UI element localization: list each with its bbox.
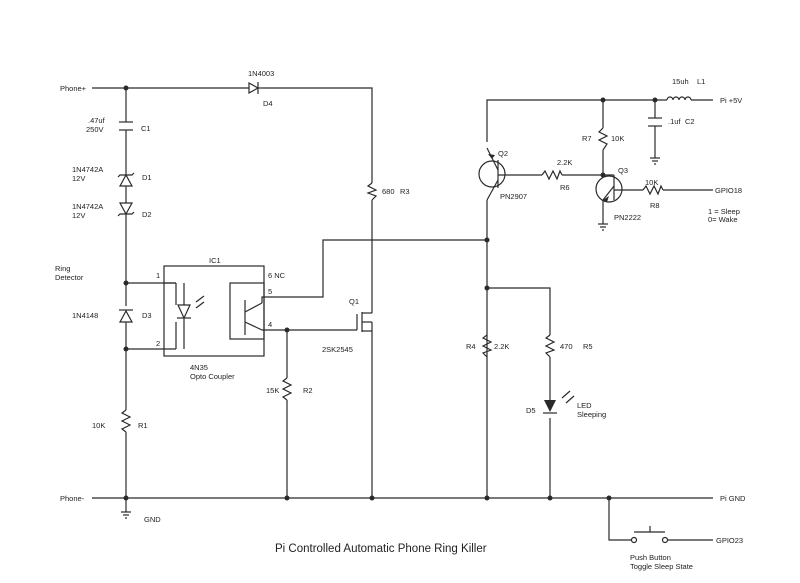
ring-detector-label-2: Detector <box>55 273 84 282</box>
d3-ref: D3 <box>142 311 152 320</box>
d3-value: 1N4148 <box>72 311 98 320</box>
labels: Phone+ Phone- GND Ring Detector Pi +5V P… <box>55 69 746 571</box>
d2-ref: D2 <box>142 210 152 219</box>
wires <box>92 87 713 541</box>
ic1-pin-5: 5 <box>268 287 272 296</box>
d5-value-1: LED <box>577 401 592 410</box>
l1-value: 15uh <box>672 77 689 86</box>
ic1-pin-1: 1 <box>156 271 160 280</box>
q2-ref: Q2 <box>498 149 508 158</box>
net-label-pi-5v: Pi +5V <box>720 96 742 105</box>
d4-ref: D4 <box>263 99 273 108</box>
c1-value-2: 250V <box>86 125 104 134</box>
r7-value: 10K <box>611 134 624 143</box>
diode-d3 <box>118 309 134 323</box>
r2-ref: R2 <box>303 386 313 395</box>
diode-d4 <box>248 81 265 95</box>
resistor-r3 <box>366 182 378 201</box>
d1-ref: D1 <box>142 173 152 182</box>
q3-ref: Q3 <box>618 166 628 175</box>
r7-ref: R7 <box>582 134 592 143</box>
net-label-phone-pos: Phone+ <box>60 84 87 93</box>
c2-value: .1uf <box>668 117 681 126</box>
r3-ref: R3 <box>400 187 410 196</box>
r5-value: 470 <box>560 342 573 351</box>
l1-ref: L1 <box>697 77 705 86</box>
ic1-ref: IC1 <box>209 256 221 265</box>
net-label-gpio18: GPIO18 <box>715 186 742 195</box>
r3-value: 680 <box>382 187 395 196</box>
c1-ref: C1 <box>141 124 151 133</box>
d1-value-2: 12V <box>72 174 85 183</box>
capacitor-c1 <box>119 121 133 131</box>
c1-value-1: .47uf <box>88 116 106 125</box>
net-label-gnd: GND <box>144 515 161 524</box>
d4-value: 1N4003 <box>248 69 274 78</box>
r4-value: 2.2K <box>494 342 509 351</box>
d5-value-2: Sleeping <box>577 410 606 419</box>
d2-value-2: 12V <box>72 211 85 220</box>
push-button-label-2: Toggle Sleep State <box>630 562 693 571</box>
resistor-r7 <box>597 127 609 151</box>
resistor-r5 <box>544 334 556 358</box>
led-d5 <box>543 390 575 414</box>
opto-coupler-ic1 <box>163 265 265 357</box>
r5-ref: R5 <box>583 342 593 351</box>
d1-value-1: 1N4742A <box>72 165 103 174</box>
gpio18-note-sleep: 1 = Sleep <box>708 207 740 216</box>
ic1-pin-2: 2 <box>156 339 160 348</box>
q3-value: PN2222 <box>614 213 641 222</box>
resistor-r8 <box>642 184 664 196</box>
q2-value: PN2907 <box>500 192 527 201</box>
junction-dots <box>123 85 658 501</box>
net-label-phone-neg: Phone- <box>60 494 85 503</box>
ic1-pin-4: 4 <box>268 320 272 329</box>
q1-value: 2SK2545 <box>322 345 353 354</box>
c2-ref: C2 <box>685 117 695 126</box>
transistor-q3 <box>595 175 623 203</box>
zener-d2 <box>117 202 135 220</box>
resistor-r2 <box>281 377 293 401</box>
d5-ref: D5 <box>526 406 536 415</box>
push-button-label-1: Push Button <box>630 553 671 562</box>
resistor-r1 <box>120 409 132 433</box>
gpio18-note-wake: 0= Wake <box>708 215 738 224</box>
transistor-q2 <box>478 154 506 188</box>
inductor-l1 <box>666 96 692 101</box>
net-label-pi-gnd: Pi GND <box>720 494 746 503</box>
r2-value: 15K <box>266 386 279 395</box>
resistor-r6 <box>541 169 563 181</box>
resistor-r4 <box>481 334 493 358</box>
q1-ref: Q1 <box>349 297 359 306</box>
r4-ref: R4 <box>466 342 476 351</box>
r6-value: 2.2K <box>557 158 572 167</box>
ic1-pin-6: 6 NC <box>268 271 286 280</box>
diagram-title: Pi Controlled Automatic Phone Ring Kille… <box>275 543 487 555</box>
ic1-value-1: 4N35 <box>190 363 208 372</box>
push-button-switch <box>630 526 669 544</box>
ring-detector-label-1: Ring <box>55 264 70 273</box>
r1-value: 10K <box>92 421 105 430</box>
capacitor-c2 <box>648 117 662 127</box>
ic1-value-2: Opto Coupler <box>190 372 235 381</box>
r1-ref: R1 <box>138 421 148 430</box>
r8-value: 10K <box>645 178 658 187</box>
d2-value-1: 1N4742A <box>72 202 103 211</box>
zener-d1 <box>117 168 135 187</box>
r8-ref: R8 <box>650 201 660 210</box>
net-label-gpio23: GPIO23 <box>716 536 743 545</box>
r6-ref: R6 <box>560 183 570 192</box>
